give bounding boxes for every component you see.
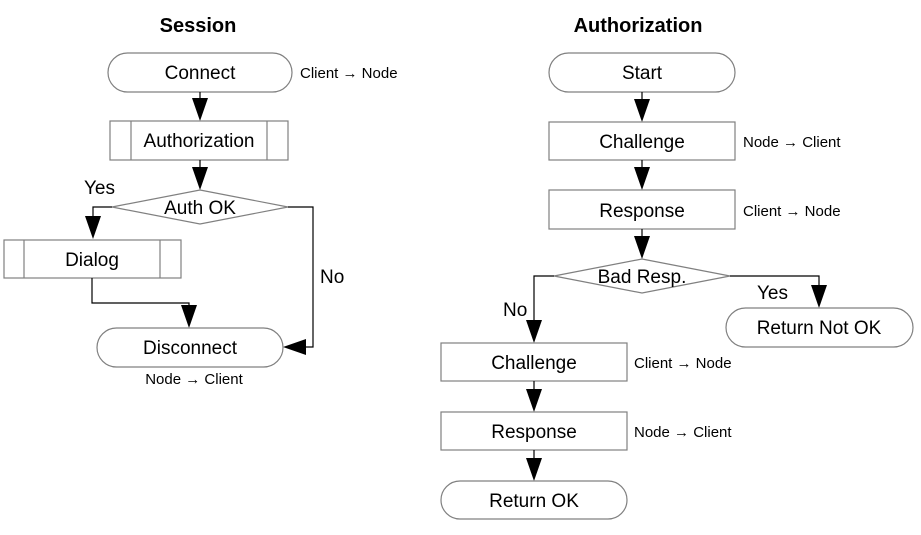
arrow-head xyxy=(526,389,542,412)
arrow-head xyxy=(192,167,208,190)
session-title: Session xyxy=(160,15,237,37)
no-branch-label: No xyxy=(503,300,527,321)
arrow-head xyxy=(283,339,306,355)
response-label: Response xyxy=(599,201,685,222)
connect-label: Connect xyxy=(165,63,236,84)
yes-branch-label: Yes xyxy=(84,178,115,199)
arrow-head xyxy=(634,99,650,122)
bad-resp-decision xyxy=(553,258,731,294)
authorization-title: Authorization xyxy=(574,15,703,37)
arrow-head xyxy=(634,167,650,190)
disconnect-note: Node → Client xyxy=(145,371,243,388)
challenge-process xyxy=(548,121,736,161)
bad-resp-label: Bad Resp. xyxy=(598,267,687,288)
arrow-head xyxy=(181,305,197,328)
return-not-ok-terminator xyxy=(725,307,914,348)
edge-no-challenge2 xyxy=(533,275,554,328)
return-ok-terminator xyxy=(440,480,628,520)
return-not-ok-label: Return Not OK xyxy=(757,318,882,339)
arrow-head xyxy=(526,320,542,343)
edge-no-disconnect xyxy=(288,206,314,348)
challenge-2-process xyxy=(440,342,628,382)
challenge-2-label: Challenge xyxy=(491,353,577,374)
arrow-head xyxy=(526,458,542,481)
response-note: Client → Node xyxy=(743,203,841,220)
no-branch-label: No xyxy=(320,267,344,288)
yes-branch-label: Yes xyxy=(757,283,788,304)
edge-dialog-disconnect xyxy=(91,278,190,313)
arrow-head xyxy=(634,236,650,259)
auth-ok-decision xyxy=(111,189,289,225)
return-ok-label: Return OK xyxy=(489,491,579,512)
connect-note: Client → Node xyxy=(300,65,398,82)
arrow-head xyxy=(192,98,208,121)
dialog-subprocess xyxy=(3,239,182,279)
auth-ok-label: Auth OK xyxy=(164,198,236,219)
authorization-subprocess xyxy=(109,120,289,161)
challenge-2-note: Client → Node xyxy=(634,355,732,372)
challenge-note: Node → Client xyxy=(743,134,841,151)
start-label: Start xyxy=(622,63,663,84)
response-2-label: Response xyxy=(491,422,577,443)
arrow-head xyxy=(811,285,827,308)
response-2-note: Node → Client xyxy=(634,424,732,441)
dialog-label: Dialog xyxy=(65,250,119,271)
challenge-label: Challenge xyxy=(599,132,685,153)
arrow-head xyxy=(85,216,101,239)
authorization-label: Authorization xyxy=(144,131,255,152)
disconnect-terminator xyxy=(96,327,284,368)
disconnect-label: Disconnect xyxy=(143,338,238,359)
